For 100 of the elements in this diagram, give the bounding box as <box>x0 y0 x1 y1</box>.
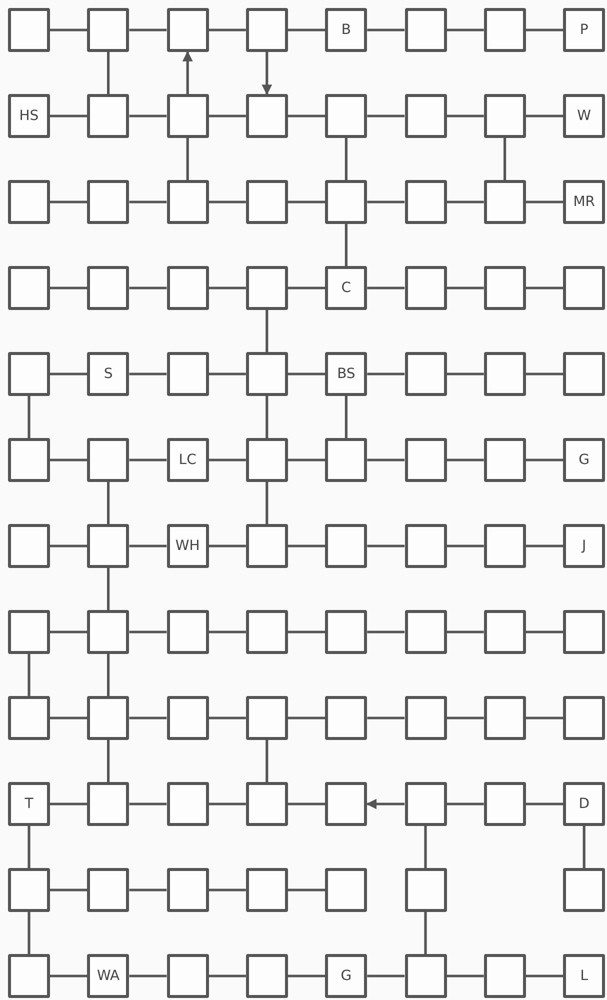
empty-square <box>166 266 209 310</box>
connector-line <box>526 544 564 548</box>
connector-line <box>526 802 564 806</box>
labeled-square <box>563 782 606 826</box>
empty-square <box>325 782 368 826</box>
connector-line <box>288 544 326 548</box>
empty-square <box>8 868 50 912</box>
empty-square <box>404 954 446 998</box>
connector-line <box>50 888 88 892</box>
connector-line <box>208 200 246 204</box>
connector-line <box>129 458 167 462</box>
labeled-square <box>87 352 130 396</box>
square-label: B <box>341 23 351 37</box>
empty-square <box>563 696 606 740</box>
empty-square <box>246 94 288 138</box>
connector-line <box>526 28 564 32</box>
empty-square <box>484 438 526 482</box>
empty-square <box>166 94 209 138</box>
connector-line <box>129 974 167 978</box>
empty-square <box>404 438 446 482</box>
connector-line <box>367 28 404 32</box>
connector-line <box>50 286 88 290</box>
empty-square <box>404 352 446 396</box>
connector-line <box>367 286 404 290</box>
empty-square <box>325 696 368 740</box>
connector-line <box>208 372 246 376</box>
connector-line <box>28 396 30 438</box>
empty-square <box>166 352 209 396</box>
connector-line <box>129 888 167 892</box>
empty-square <box>166 610 209 654</box>
labeled-square <box>563 438 606 482</box>
empty-square <box>246 610 288 654</box>
square-label: W <box>577 109 592 123</box>
empty-square <box>563 868 606 912</box>
empty-square <box>8 352 50 396</box>
connector-line <box>208 458 246 462</box>
square-label: L <box>580 969 588 983</box>
connector-line <box>50 974 88 978</box>
connector-line <box>424 912 427 954</box>
empty-square <box>404 266 446 310</box>
connector-line <box>266 310 268 352</box>
empty-square <box>246 352 288 396</box>
connector-line <box>107 568 110 610</box>
connector-line <box>129 802 167 806</box>
connector-line <box>129 28 167 32</box>
square-label: J <box>582 539 586 553</box>
empty-square <box>325 94 368 138</box>
empty-square <box>87 180 130 224</box>
labeled-square <box>8 782 50 826</box>
connector-line <box>50 802 88 806</box>
square-label: WH <box>175 539 200 553</box>
connector-line <box>266 396 268 438</box>
empty-square <box>563 266 606 310</box>
labeled-square <box>325 8 368 52</box>
connector-line <box>107 52 110 94</box>
empty-square <box>8 8 50 52</box>
labeled-square <box>8 94 50 138</box>
empty-square <box>246 180 288 224</box>
connector-line <box>367 716 404 720</box>
connector-line <box>367 114 404 118</box>
empty-square <box>484 782 526 826</box>
empty-square <box>484 696 526 740</box>
labeled-square <box>563 180 606 224</box>
empty-square <box>404 868 446 912</box>
connector-line <box>50 372 88 376</box>
empty-square <box>8 180 50 224</box>
connector-line <box>288 372 326 376</box>
empty-square <box>404 696 446 740</box>
connector-line <box>504 138 506 180</box>
empty-square <box>166 8 209 52</box>
square-label: BS <box>337 367 356 381</box>
connector-line <box>129 286 167 290</box>
connector-line <box>50 544 88 548</box>
connector-line <box>288 28 326 32</box>
empty-square <box>404 610 446 654</box>
labeled-square <box>325 954 368 998</box>
connector-line <box>367 200 404 204</box>
connector-line <box>446 716 484 720</box>
square-label: T <box>24 797 34 811</box>
empty-square <box>246 868 288 912</box>
connector-line <box>288 286 326 290</box>
empty-square <box>246 438 288 482</box>
empty-square <box>8 954 50 998</box>
connector-line <box>446 372 484 376</box>
connector-line <box>424 826 427 868</box>
connector-line <box>28 912 30 954</box>
empty-square <box>404 8 446 52</box>
square-label: G <box>578 453 590 467</box>
connector-line <box>367 372 404 376</box>
empty-square <box>484 524 526 568</box>
connector-line <box>129 716 167 720</box>
connector-line <box>446 200 484 204</box>
empty-square <box>87 610 130 654</box>
empty-square <box>246 8 288 52</box>
empty-square <box>404 180 446 224</box>
connector-line <box>129 544 167 548</box>
empty-square <box>325 610 368 654</box>
connector-line <box>288 716 326 720</box>
arrow <box>366 798 404 810</box>
connector-line <box>208 544 246 548</box>
